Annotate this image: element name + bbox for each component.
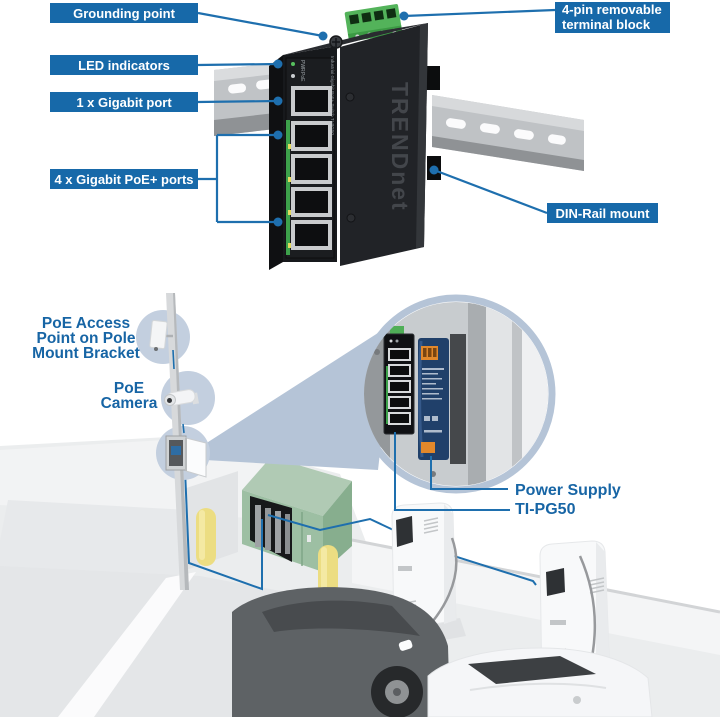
leader-power-supply — [430, 456, 508, 490]
poe-port — [291, 121, 332, 151]
label-ap-line2: Point on Pole — [36, 330, 136, 347]
industrial-switch: TRENDnet PWR PoE Industrial Gigabit PoE+… — [269, 4, 441, 270]
brand-logo: TRENDnet — [387, 82, 413, 212]
poe-camera — [164, 389, 199, 406]
gigabit-port — [291, 86, 332, 116]
station-screen — [546, 568, 565, 596]
control-cabinet — [242, 457, 352, 572]
callout-grounding-point: Grounding point — [50, 3, 198, 23]
callout-terminal-line2: terminal block — [562, 16, 651, 32]
label-poe-camera: PoE Camera — [98, 380, 160, 412]
pole-enclosure — [165, 435, 207, 478]
poe-led — [291, 74, 295, 78]
led-label-poe: PoE — [299, 72, 305, 82]
leader-ti-pg50 — [394, 432, 510, 511]
callout-terminal-block: 4-pin removable terminal block — [555, 2, 670, 33]
led-label-pwr: PWR — [299, 60, 305, 72]
rj45-ports — [291, 86, 332, 250]
label-poe-access-point: PoE Access Point on Pole Mount Bracket — [24, 315, 148, 362]
callout-terminal-line1: 4-pin removable — [562, 2, 662, 17]
enclosure-door — [185, 437, 207, 478]
callout-din-rail-mount: DIN-Rail mount — [547, 203, 658, 223]
charge-plug — [398, 639, 413, 651]
zoom-callout-wedge — [205, 322, 395, 470]
zoom-label-leaders — [394, 432, 510, 511]
callout-leaders — [197, 8, 556, 224]
callout-led-indicators: LED indicators — [50, 55, 198, 75]
bollards — [196, 508, 338, 597]
poe-access-point — [149, 320, 173, 351]
cabinet-door-handle — [307, 535, 311, 542]
callout-poe-ports: 4 x Gigabit PoE+ ports — [50, 169, 198, 189]
car-white — [427, 647, 653, 717]
front-panel-text: Industrial Gigabit PoE+ Switch TI-PG50 — [330, 56, 335, 135]
poe-port — [291, 187, 332, 217]
pole-assembly — [136, 293, 215, 590]
zoom-power-supply — [418, 338, 449, 460]
label-ap-line1: PoE Access — [41, 315, 131, 332]
suv-dark — [232, 587, 450, 717]
label-cam-line2: Camera — [100, 395, 158, 412]
charge-plug — [573, 696, 581, 704]
zoom-switch-ti-pg50 — [383, 326, 415, 435]
label-power-supply: Power Supply — [515, 482, 621, 499]
poe-port — [291, 220, 332, 250]
label-model-ti-pg50: TI-PG50 — [515, 501, 576, 518]
din-rail-left — [214, 62, 284, 136]
pwr-led — [291, 62, 295, 66]
lane-stripe — [58, 572, 196, 717]
pole-to-cabinet-cable — [184, 469, 263, 591]
station-screen — [396, 516, 413, 547]
label-ap-line3: Mount Bracket — [32, 345, 140, 362]
zoom-detail-view — [364, 302, 548, 486]
poe-port — [291, 154, 332, 184]
callout-dots — [273, 11, 439, 227]
label-cam-line1: PoE — [113, 380, 145, 397]
din-rail-right — [432, 95, 584, 171]
car-roof-glass — [468, 656, 596, 684]
callout-gigabit-port: 1 x Gigabit port — [50, 92, 198, 112]
